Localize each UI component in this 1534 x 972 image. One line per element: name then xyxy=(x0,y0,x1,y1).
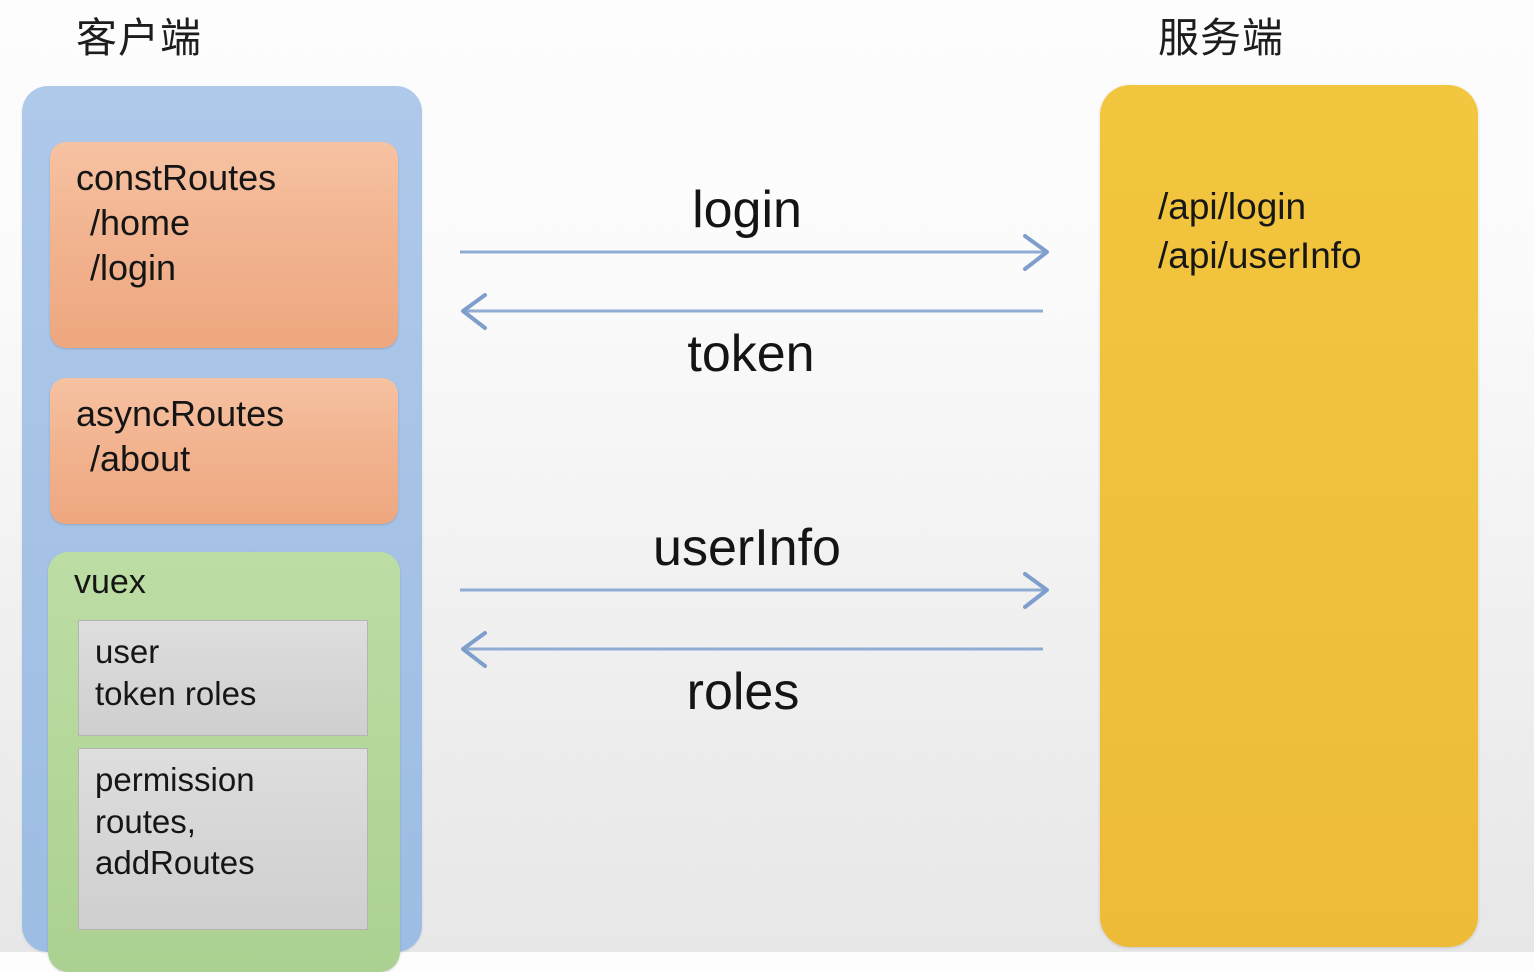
vuex-title: vuex xyxy=(74,563,146,601)
server-container: /api/login /api/userInfo xyxy=(1100,85,1478,947)
async-routes-box: asyncRoutes /about xyxy=(50,378,398,524)
vuex-module-permission-line-1: permission xyxy=(95,761,255,798)
const-routes-box: constRoutes /home /login xyxy=(50,142,398,348)
flow-login-response-label: token xyxy=(687,325,815,383)
const-routes-title: constRoutes xyxy=(76,157,277,198)
vuex-module-user: user token roles xyxy=(78,620,368,736)
server-side-title: 服务端 xyxy=(1158,14,1284,62)
server-endpoint-userinfo: /api/userInfo xyxy=(1158,234,1362,276)
vuex-module-permission: permission routes, addRoutes xyxy=(78,748,368,930)
client-side-title: 客户端 xyxy=(76,14,202,62)
vuex-module-permission-line-2: routes, xyxy=(95,802,196,840)
server-endpoint-login: /api/login xyxy=(1158,186,1307,227)
flow-userinfo: userInfo roles xyxy=(455,508,1055,718)
vuex-module-permission-line-3: addRoutes xyxy=(95,844,255,882)
flow-login: login token xyxy=(455,170,1055,380)
flow-userinfo-request-label: userInfo xyxy=(653,519,841,577)
client-container: constRoutes /home /login asyncRoutes /ab… xyxy=(22,86,422,972)
flow-login-request-label: login xyxy=(692,181,802,239)
flow-login-arrows xyxy=(460,234,1049,330)
vuex-module-user-line-2: token roles xyxy=(95,674,257,712)
const-route-item-login: /login xyxy=(90,247,177,289)
const-route-item-home: /home xyxy=(90,201,191,243)
flow-userinfo-response-label: roles xyxy=(686,663,800,721)
diagram-canvas: 客户端 服务端 constRoutes /home /login asyncRo… xyxy=(22,14,1478,972)
async-routes-title: asyncRoutes xyxy=(76,393,285,434)
async-route-item-about: /about xyxy=(90,437,191,479)
flow-userinfo-arrows xyxy=(460,572,1049,668)
vuex-module-user-line-1: user xyxy=(95,633,160,670)
